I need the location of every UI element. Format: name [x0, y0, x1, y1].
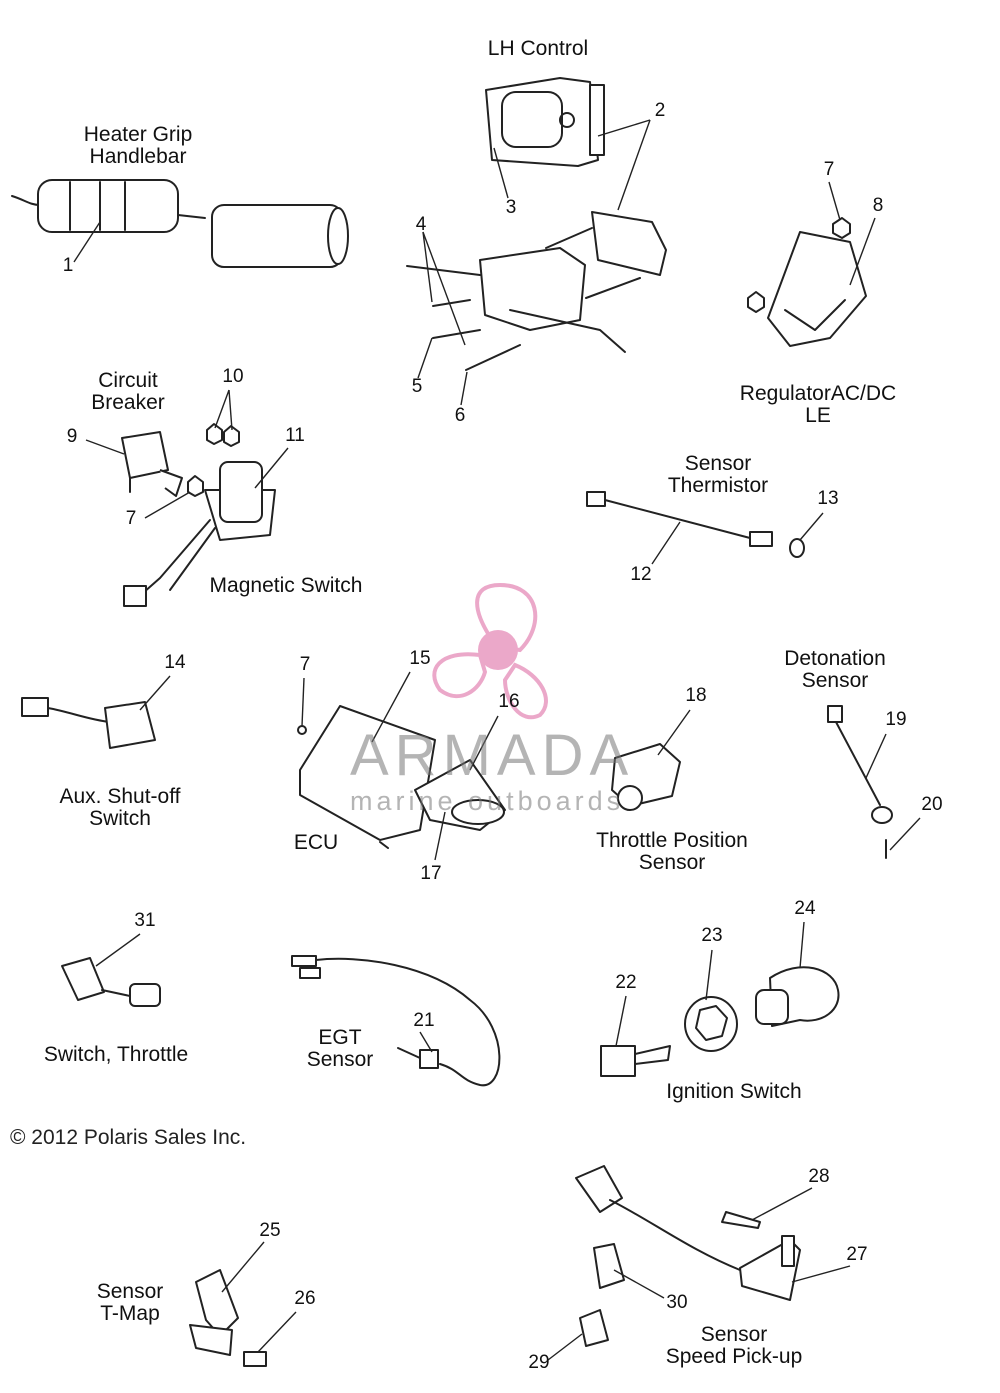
label-ignition-switch: Ignition Switch [666, 1080, 802, 1103]
callout-10: 10 [222, 366, 244, 387]
label-sensor-tmap: Sensor T-Map [96, 1280, 164, 1325]
callout-13: 13 [817, 488, 839, 509]
callout-11: 11 [285, 425, 305, 446]
callout-1: 1 [62, 255, 74, 276]
callout-9: 9 [66, 426, 78, 447]
egt-sensor-part [291, 955, 501, 1087]
callout-4: 4 [415, 214, 427, 235]
label-magnetic-switch: Magnetic Switch [209, 574, 363, 597]
control-housing-part [406, 211, 667, 371]
circuit-breaker-part [121, 431, 183, 497]
callout-29: 29 [528, 1352, 550, 1373]
label-egt-sensor: EGT Sensor [306, 1026, 374, 1071]
callout-20: 20 [921, 794, 943, 815]
callout-16: 16 [498, 691, 520, 712]
lh-control-part [485, 77, 605, 167]
ecu-part [297, 705, 506, 849]
ignition-switch-part [600, 966, 840, 1077]
callout-8: 8 [872, 195, 884, 216]
callout-2: 2 [654, 100, 666, 121]
callout-18: 18 [685, 685, 707, 706]
heater-grip-part [11, 179, 349, 268]
callout-24: 24 [794, 898, 816, 919]
sensor-tmap-part [189, 1269, 267, 1367]
label-switch-throttle: Switch, Throttle [43, 1043, 189, 1066]
watermark-brand: ARMADA [350, 723, 635, 788]
callout-7c: 7 [299, 654, 311, 675]
callout-31: 31 [134, 910, 156, 931]
callout-28: 28 [808, 1166, 830, 1187]
label-sensor-thermistor: Sensor Thermistor [667, 452, 769, 497]
callout-12: 12 [630, 564, 652, 585]
callout-19: 19 [885, 709, 907, 730]
watermark-logo-icon [432, 582, 548, 720]
callout-21: 21 [413, 1010, 435, 1031]
callout-25: 25 [259, 1220, 281, 1241]
watermark-tagline: marine outboards [350, 786, 625, 816]
label-circuit-breaker: Circuit Breaker [91, 369, 165, 414]
label-detonation-sensor: Detonation Sensor [784, 647, 886, 692]
callout-6: 6 [454, 405, 466, 426]
speed-pickup-part [575, 1165, 801, 1347]
label-throttle-position: Throttle Position Sensor [596, 829, 748, 874]
callout-5: 5 [411, 376, 423, 397]
label-ecu: ECU [293, 831, 339, 854]
callout-26: 26 [294, 1288, 316, 1309]
label-aux-shutoff: Aux. Shut-off Switch [59, 785, 181, 830]
callout-14: 14 [164, 652, 186, 673]
detonation-sensor-part [827, 705, 893, 859]
callout-17: 17 [420, 863, 442, 884]
callout-3: 3 [505, 197, 517, 218]
throttle-switch-part [61, 957, 161, 1007]
throttle-position-part [611, 743, 681, 811]
callout-30: 30 [666, 1292, 688, 1313]
label-regulator: RegulatorAC/DC LE [739, 382, 897, 427]
magnetic-switch-part [123, 423, 276, 607]
label-speed-pickup: Sensor Speed Pick-up [665, 1323, 803, 1368]
aux-shutoff-part [21, 697, 156, 749]
copyright-text: © 2012 Polaris Sales Inc. [10, 1126, 247, 1149]
callout-15: 15 [409, 648, 431, 669]
callout-7b: 7 [125, 508, 137, 529]
callout-27: 27 [846, 1244, 868, 1265]
callout-22: 22 [615, 972, 637, 993]
sensor-thermistor-part [586, 491, 805, 558]
label-heater-grip: Heater Grip Handlebar [83, 123, 193, 168]
callout-23: 23 [701, 925, 723, 946]
callout-7a: 7 [823, 159, 835, 180]
label-lh-control: LH Control [487, 37, 589, 60]
regulator-part [747, 217, 867, 347]
